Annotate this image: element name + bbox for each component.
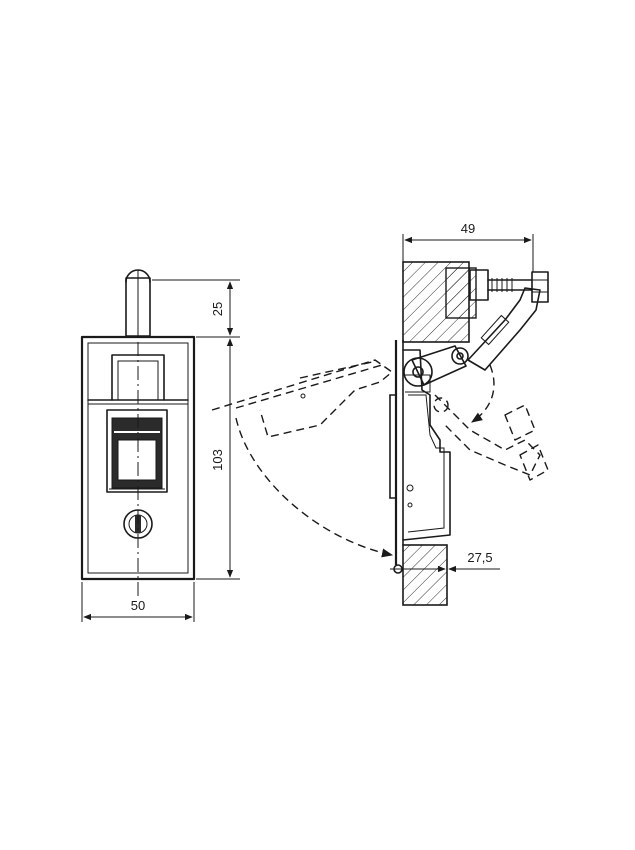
adjustment-bolt: [469, 269, 533, 301]
latch-body: [402, 349, 451, 541]
cam-arm: [467, 271, 549, 371]
front-plate: [389, 339, 404, 565]
door-panel-upper: [402, 261, 477, 343]
dimension-handle-label: 25: [210, 302, 225, 316]
front-view: 50 25 103: [80, 269, 240, 622]
rotated-cam-ghost: [433, 364, 549, 481]
dimension-offset: 27,5: [390, 548, 500, 575]
dimension-height: 103: [196, 338, 240, 580]
dimension-width: 50: [81, 582, 195, 622]
open-handle-ghost: [211, 359, 394, 558]
dimension-height-label: 103: [210, 449, 225, 471]
dimension-depth: 49: [402, 221, 534, 272]
side-view: 49 27,5: [211, 221, 549, 606]
dimension-offset-label: 27,5: [467, 550, 492, 565]
dimension-handle-projection: 25: [152, 279, 240, 338]
dimension-depth-label: 49: [461, 221, 475, 236]
dimension-width-label: 50: [131, 598, 145, 613]
handle-grip: [106, 409, 168, 493]
door-panel-lower: [402, 544, 448, 606]
pivot-linkage: [403, 345, 469, 393]
